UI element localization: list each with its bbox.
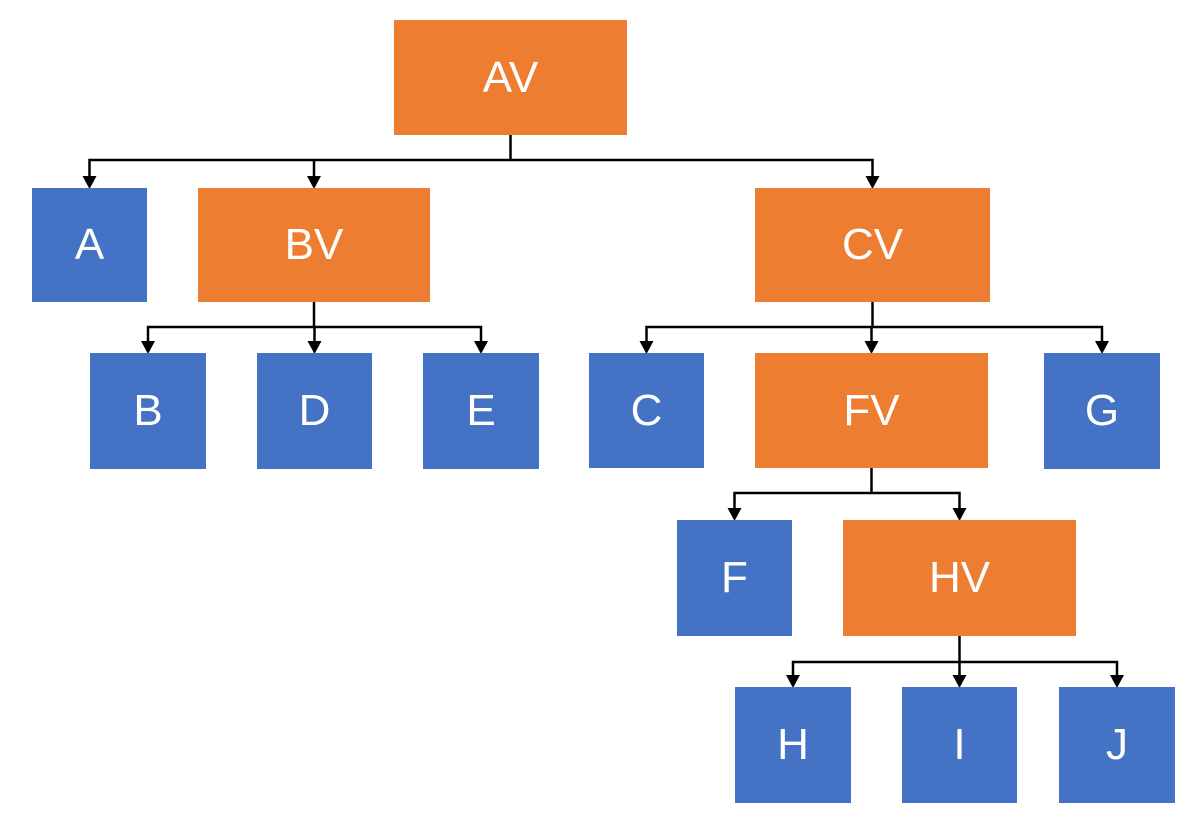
arrowhead-AV-BV (307, 176, 321, 189)
node-J[interactable]: J (1059, 687, 1175, 803)
arrowhead-BV-D (307, 341, 322, 354)
node-F[interactable]: F (677, 520, 792, 636)
arrowhead-HV-J (1110, 675, 1124, 688)
node-FV[interactable]: FV (755, 353, 988, 468)
connector-FV (733, 466, 961, 512)
connector-AV (88, 133, 874, 180)
arrowhead-CV-FV (864, 341, 879, 354)
arrowhead-HV-H (786, 675, 800, 688)
node-HV[interactable]: HV (843, 520, 1076, 636)
node-AV[interactable]: AV (394, 20, 627, 135)
arrowhead-HV-I (952, 675, 967, 688)
node-D[interactable]: D (257, 353, 372, 469)
node-B[interactable]: B (90, 353, 206, 469)
node-A[interactable]: A (32, 188, 147, 302)
arrowhead-CV-G (1095, 341, 1109, 354)
connector-CV (645, 300, 1104, 345)
node-E[interactable]: E (423, 353, 539, 469)
node-H[interactable]: H (735, 687, 851, 803)
arrowhead-AV-CV (865, 176, 880, 189)
arrowhead-BV-E (474, 341, 488, 354)
connector-BV (146, 300, 483, 345)
arrowhead-BV-B (141, 341, 155, 354)
arrowhead-CV-C (639, 341, 654, 354)
arrowhead-FV-HV (952, 508, 967, 521)
node-I[interactable]: I (902, 687, 1017, 803)
node-C[interactable]: C (589, 353, 704, 468)
node-CV[interactable]: CV (755, 188, 990, 302)
node-G[interactable]: G (1044, 353, 1160, 469)
connector-HV (791, 634, 1119, 679)
node-BV[interactable]: BV (198, 188, 430, 302)
arrowhead-AV-A (82, 176, 97, 189)
arrowhead-FV-F (727, 508, 742, 521)
